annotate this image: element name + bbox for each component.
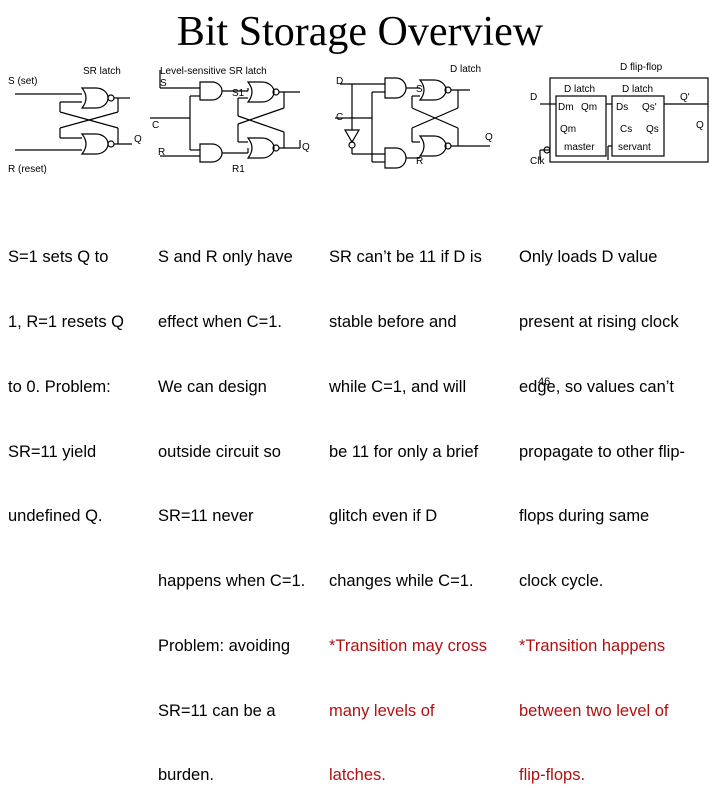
text-line: changes while C=1. <box>329 572 474 591</box>
text-line: SR can’t be 11 if D is <box>329 248 482 267</box>
text-line: Only loads D value <box>519 248 658 267</box>
text-line-red: between two level of <box>519 701 669 720</box>
label-s-set: S (set) <box>8 76 37 87</box>
text-line: S=1 sets Q to <box>8 248 109 267</box>
label-qm: Qm <box>581 102 597 113</box>
text-line: be 11 for only a brief <box>329 442 479 461</box>
label-q-dlatch: Q <box>485 132 493 143</box>
text-line: SR=11 yield <box>8 442 97 461</box>
label-d-ff: D <box>530 92 537 103</box>
text-line: while C=1, and will <box>329 377 467 396</box>
label-q-prime: Q' <box>680 92 690 103</box>
text-line: undefined Q. <box>8 507 103 526</box>
text-line: present at rising clock <box>519 312 679 331</box>
label-s-dlatch: S <box>416 84 423 95</box>
slide: Bit Storage Overview <box>8 9 709 784</box>
label-d-dlatch: D <box>336 76 343 87</box>
text-line: Problem: avoiding <box>158 636 291 655</box>
label-q-ff: Q <box>696 120 704 131</box>
label-d-flip-flop: D flip-flop <box>620 62 663 73</box>
text-line: burden. <box>158 766 214 785</box>
text-column-d-latch: SR can’t be 11 if D is stable before and… <box>329 204 487 810</box>
text-line: clock cycle. <box>519 572 604 591</box>
text-line: S and R only have <box>158 248 293 267</box>
text-line: edge, so values can’t <box>519 377 675 396</box>
label-r-dlatch: R <box>416 156 423 167</box>
label-ds: Ds <box>616 102 628 113</box>
label-qs: Qs <box>646 124 659 135</box>
label-qs-prime: Qs' <box>642 102 657 113</box>
label-qm-bottom: Qm <box>560 124 576 135</box>
label-s1: S1 <box>232 88 245 99</box>
label-servant: servant <box>618 142 651 153</box>
label-q-level: Q <box>302 142 310 153</box>
label-sr-latch: SR latch <box>83 66 121 77</box>
label-dm: Dm <box>558 102 574 113</box>
text-line-red: *Transition may cross <box>329 636 488 655</box>
text-column-d-flip-flop: Only loads D value present at rising clo… <box>519 204 685 810</box>
text-line: effect when C=1. <box>158 312 282 331</box>
text-line: to 0. Problem: <box>8 377 111 396</box>
label-c-level: C <box>152 120 159 131</box>
text-line: happens when C=1. <box>158 572 306 591</box>
text-column-sr-latch: S=1 sets Q to 1, R=1 resets Q to 0. Prob… <box>8 204 124 571</box>
label-dlatch-master: D latch <box>564 84 595 95</box>
text-line: propagate to other flip- <box>519 442 686 461</box>
label-r1: R1 <box>232 164 245 175</box>
label-level-sr-latch: Level-sensitive SR latch <box>160 66 267 77</box>
text-line: outside circuit so <box>158 442 281 461</box>
label-s-level: S <box>160 78 167 89</box>
label-c-dlatch: C <box>336 112 343 123</box>
text-line: SR=11 never <box>158 507 254 526</box>
label-d-latch: D latch <box>450 64 481 75</box>
text-line: SR=11 can be a <box>158 701 276 720</box>
label-dlatch-servant: D latch <box>622 84 653 95</box>
text-line: stable before and <box>329 312 457 331</box>
text-line-red: many levels of <box>329 701 435 720</box>
label-clk: Clk <box>530 156 545 167</box>
page-number: 46 <box>538 376 551 388</box>
text-column-level-sr-latch: S and R only have effect when C=1. We ca… <box>158 204 305 810</box>
text-line-red: latches. <box>329 766 386 785</box>
slide-title: Bit Storage Overview <box>176 9 544 55</box>
text-line-red: flip-flops. <box>519 766 586 785</box>
label-q-sr: Q <box>134 134 142 145</box>
text-line: flops during same <box>519 507 650 526</box>
text-line: glitch even if D <box>329 507 438 526</box>
label-r-reset: R (reset) <box>8 164 47 175</box>
text-line: We can design <box>158 377 267 396</box>
circuit-diagrams: SR latch S (set) R (reset) Q Level-sensi… <box>8 62 709 175</box>
text-line-red: *Transition happens <box>519 636 666 655</box>
text-line: 1, R=1 resets Q <box>8 312 125 331</box>
label-master: master <box>564 142 595 153</box>
label-r-level: R <box>158 147 165 158</box>
label-cs: Cs <box>620 124 632 135</box>
